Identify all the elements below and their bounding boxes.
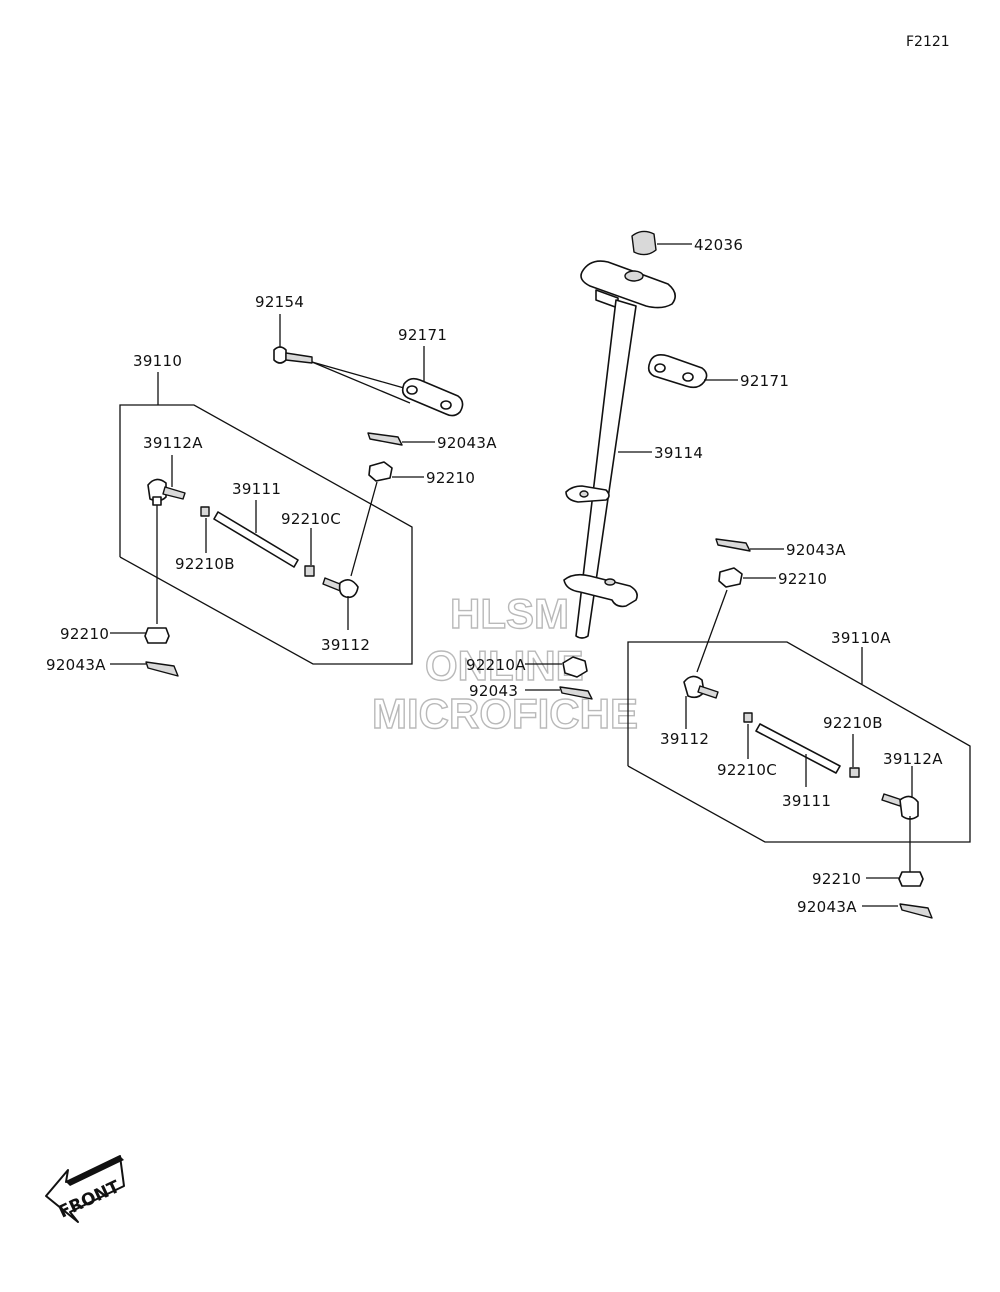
label-92043A-right-bottom[interactable]: 92043A (797, 898, 857, 916)
label-92210-left-bottom[interactable]: 92210 (60, 625, 109, 643)
tie-rod-39111-left (213, 511, 299, 568)
label-92210B-right[interactable]: 92210B (823, 714, 883, 732)
cotter-pin-92043A-right-bottom (899, 903, 933, 919)
right-assembly-outline (627, 641, 971, 843)
collar-42036 (631, 230, 657, 256)
clamp-right-hole-1 (654, 363, 666, 373)
tie-rod-end-39112-left (338, 579, 359, 599)
label-39112A-left[interactable]: 39112A (143, 434, 203, 452)
label-92210-right-top[interactable]: 92210 (778, 570, 827, 588)
clamp-hole-2 (440, 400, 452, 410)
label-92043[interactable]: 92043 (469, 682, 518, 700)
label-39114[interactable]: 39114 (654, 444, 703, 462)
label-92210A[interactable]: 92210A (466, 656, 526, 674)
tie-rod-39111-right (755, 723, 841, 774)
shaft-top-bolt (624, 270, 644, 282)
label-92171-right[interactable]: 92171 (740, 372, 789, 390)
label-92210C-right[interactable]: 92210C (717, 761, 777, 779)
tie-rod-end-39112A-right (899, 795, 919, 820)
label-39111-right[interactable]: 39111 (782, 792, 831, 810)
bolt-shank-92154 (285, 352, 313, 364)
clamp-92171-upper (401, 377, 464, 417)
upper-clamp-group: 92154 92171 (255, 293, 464, 417)
nut-92210-right-bottom (898, 871, 924, 887)
label-39110[interactable]: 39110 (133, 352, 182, 370)
stud-left (152, 496, 162, 506)
cotter-pin-92043A-right-top (715, 538, 751, 552)
label-92043A-left-bottom[interactable]: 92043A (46, 656, 106, 674)
front-arrow-shape (45, 1155, 125, 1223)
clamp-hole-1 (406, 385, 418, 395)
right-tie-rod-assembly: 39110A 92043A 92210 39112 92210C 39111 9… (627, 538, 971, 919)
nut-92210A (562, 656, 588, 678)
shaft-lower-arm (563, 573, 638, 608)
label-39112-left[interactable]: 39112 (321, 636, 370, 654)
tie-rod-end-thread-39112-right (697, 685, 719, 699)
label-39112-right[interactable]: 39112 (660, 730, 709, 748)
label-42036[interactable]: 42036 (694, 236, 743, 254)
watermark-line-1: HLSM (450, 590, 569, 637)
stud-line-right-top (696, 589, 728, 673)
cotter-pin-92043A-left-bottom (145, 661, 179, 677)
shaft-mid-hole (579, 490, 589, 498)
lock-nut-92210C-left (304, 565, 315, 577)
tie-rod-end-thread-left (162, 486, 186, 500)
bolt-line-1 (311, 361, 405, 389)
lock-nut-92210C-right (743, 712, 753, 723)
label-92043A-left-top[interactable]: 92043A (437, 434, 497, 452)
shaft-top-plate (580, 260, 676, 309)
stud-line-left-top (350, 481, 378, 577)
nut-92210-left-bottom (144, 627, 170, 644)
label-39110A[interactable]: 39110A (831, 629, 891, 647)
tie-rod-end-thread-39112A-right (881, 793, 903, 807)
label-92210-left-top[interactable]: 92210 (426, 469, 475, 487)
watermark-line-2: ONLINE (425, 642, 584, 689)
label-92171-upper[interactable]: 92171 (398, 326, 447, 344)
label-92210-right-bottom[interactable]: 92210 (812, 870, 861, 888)
watermark: HLSM ONLINE MICROFICHE (371, 589, 638, 737)
label-92210C-left[interactable]: 92210C (281, 510, 341, 528)
label-39112A-right[interactable]: 39112A (883, 750, 943, 768)
front-arrow-shade (66, 1156, 124, 1186)
lock-nut-92210B-right (849, 767, 860, 778)
steering-shaft-group: 42036 39114 92171 92210A 92043 (466, 230, 789, 700)
left-assembly-outline (119, 404, 413, 665)
label-92043A-right-top[interactable]: 92043A (786, 541, 846, 559)
lock-nut-92210B-left (200, 506, 210, 517)
clamp-right-hole-2 (682, 372, 694, 382)
cotter-pin-92043 (559, 686, 593, 700)
shaft-lower-hole (604, 578, 616, 586)
label-39111-left[interactable]: 39111 (232, 480, 281, 498)
front-direction-arrow: FRONT (45, 1155, 125, 1223)
bolt-head-92154 (273, 346, 287, 364)
nut-92210-right-top (718, 567, 743, 588)
steering-shaft-39114 (575, 299, 637, 639)
label-92210B-left[interactable]: 92210B (175, 555, 235, 573)
left-tie-rod-assembly: 39110 39112A 39111 92210B 92210C 39112 9… (46, 352, 497, 677)
label-92154[interactable]: 92154 (255, 293, 304, 311)
watermark-line-3: MICROFICHE (372, 690, 638, 737)
bolt-line-2 (311, 361, 411, 404)
diagram-code: F2121 (906, 34, 950, 50)
cotter-pin-92043A-left-top (367, 432, 403, 446)
nut-92210-left-top (368, 461, 393, 482)
